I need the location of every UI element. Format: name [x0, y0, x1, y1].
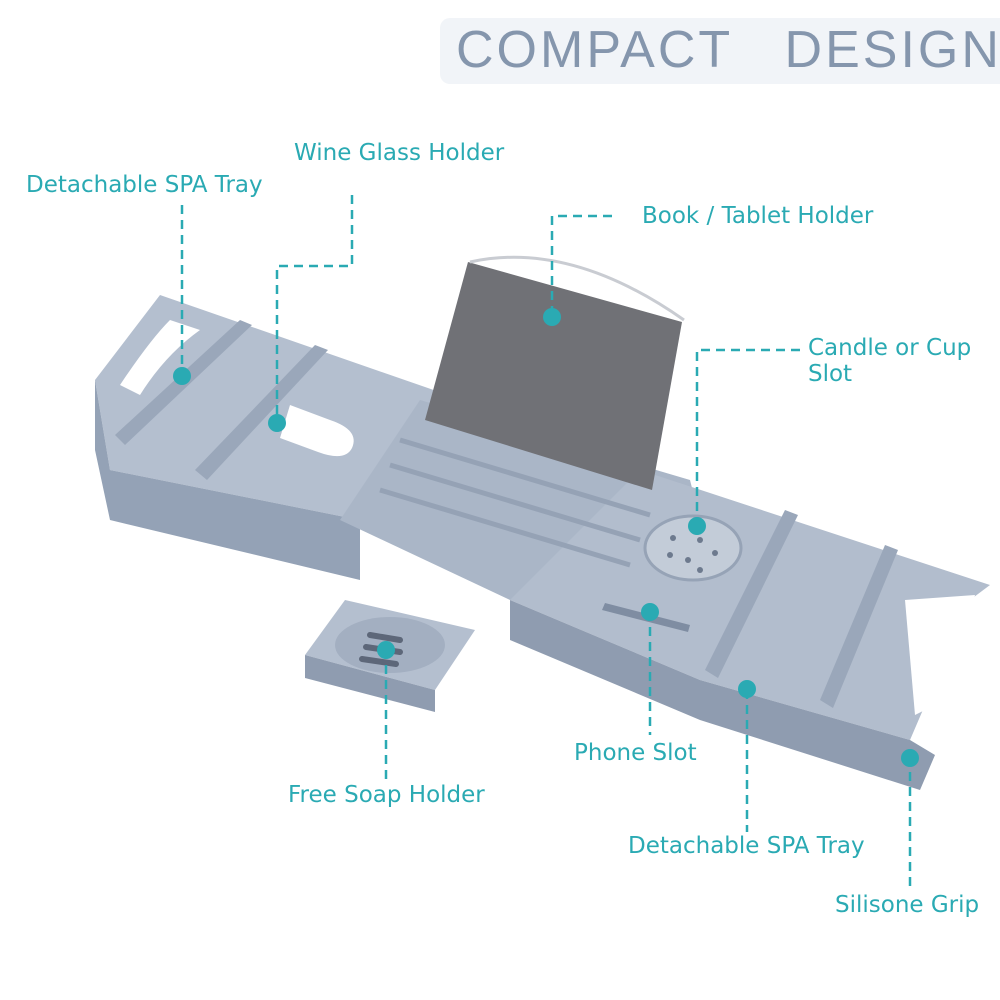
- book-holder: [425, 255, 685, 490]
- candle-cup-plate: [643, 514, 743, 582]
- dot-spa-tray-left: [173, 367, 191, 385]
- groove-2: [389, 462, 641, 543]
- label-detachable-spa-tray-left: Detachable SPA Tray: [26, 172, 263, 198]
- dot-wine-glass: [268, 414, 286, 432]
- leader-candle-cup: [695, 348, 800, 525]
- slat-2: [195, 345, 328, 480]
- label-silisone-grip: Silisone Grip: [835, 892, 980, 918]
- title-background: [440, 18, 1000, 84]
- groove-3: [379, 487, 631, 568]
- dot-book-holder: [543, 308, 561, 326]
- groove-1: [399, 437, 651, 518]
- page-title: COMPACT DESIGN: [456, 21, 1000, 79]
- label-wine-glass-holder: Wine Glass Holder: [294, 140, 505, 166]
- dot-candle-cup: [688, 517, 706, 535]
- callout-leaders: [180, 195, 912, 890]
- label-candle-or-cup-line1: Candle or Cup: [808, 335, 972, 361]
- book-holder-wire: [469, 255, 685, 322]
- callout-dots: [173, 308, 919, 767]
- dot-silisone-grip: [901, 749, 919, 767]
- label-book-tablet-holder: Book / Tablet Holder: [642, 203, 874, 229]
- slat-3: [705, 510, 798, 678]
- dot-soap-holder: [377, 641, 395, 659]
- book-holder-fabric: [425, 262, 682, 490]
- label-free-soap-holder: Free Soap Holder: [288, 782, 485, 808]
- tray-right-front: [510, 600, 935, 790]
- bath-tray: [95, 295, 990, 790]
- left-handle-cutout: [120, 320, 200, 395]
- candle-holes: [667, 535, 718, 573]
- dot-phone-slot: [641, 603, 659, 621]
- leader-book-holder: [550, 214, 612, 315]
- slat-4: [820, 545, 898, 708]
- label-candle-or-cup-line2: Slot: [808, 361, 853, 387]
- dot-spa-tray-right: [738, 680, 756, 698]
- wine-glass-cutout: [280, 405, 354, 457]
- soap-dish-front: [305, 655, 435, 712]
- tray-left-front: [95, 380, 360, 580]
- right-handle-cutout: [905, 595, 975, 715]
- leader-wine-glass: [275, 195, 354, 420]
- label-phone-slot: Phone Slot: [574, 740, 697, 766]
- label-detachable-spa-tray-right: Detachable SPA Tray: [628, 833, 865, 859]
